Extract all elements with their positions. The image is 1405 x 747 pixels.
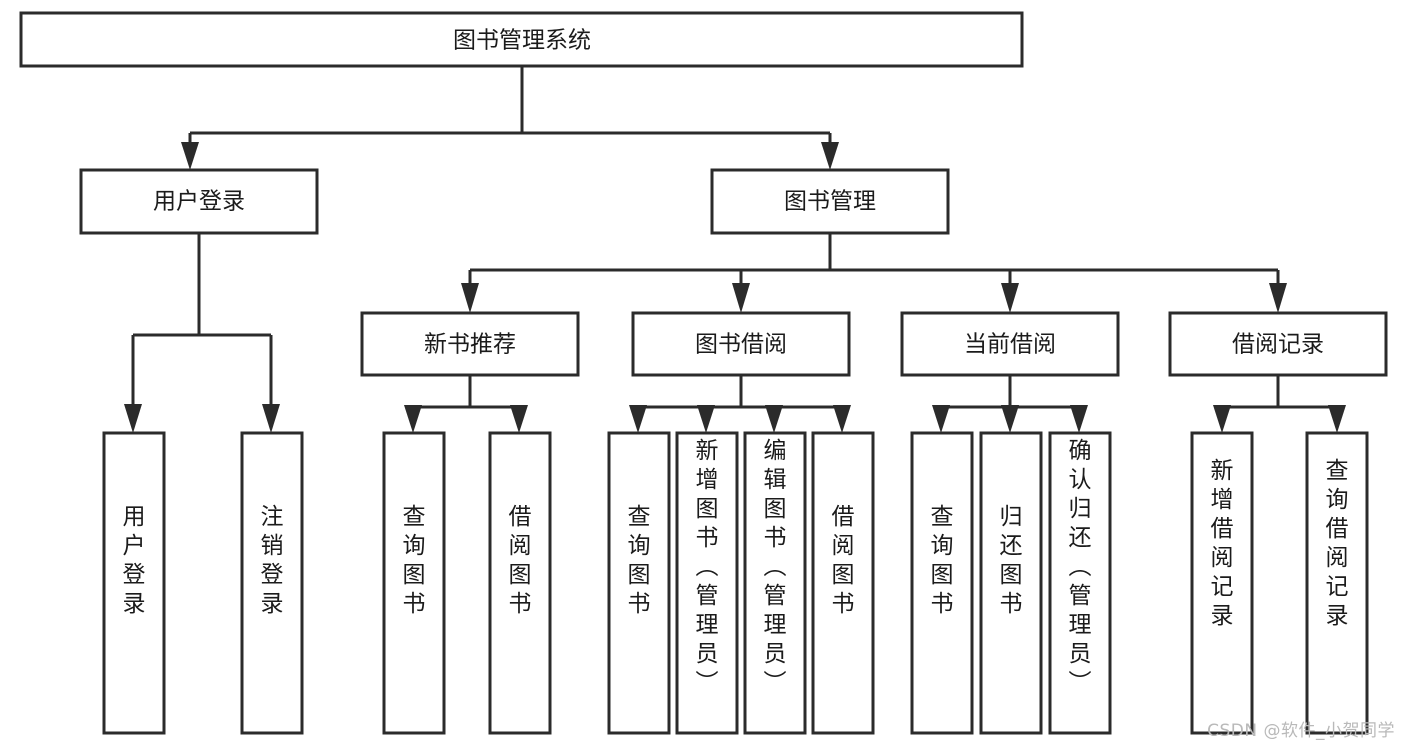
node-book-borrow[interactable]: 图书借阅	[631, 311, 851, 377]
arrow-leaf-query-book-3	[932, 405, 950, 433]
leaf-edit-book[interactable]: 编辑图书︵管理员︶	[743, 431, 807, 735]
leaf-query-book-2-label: 查询图书	[628, 504, 651, 617]
arrow-leaf-add-book	[697, 405, 715, 433]
leaf-logout-box[interactable]	[240, 431, 304, 735]
leaf-user-login-label: 用户登录	[123, 504, 146, 617]
leaf-query-book-1-box[interactable]	[382, 431, 446, 735]
leaf-query-record[interactable]: 查询借阅记录	[1305, 431, 1369, 735]
node-book-manage[interactable]: 图书管理	[710, 168, 950, 235]
leaf-borrow-book-2-label: 借阅图书	[832, 504, 855, 617]
leaf-edit-book-label: 编辑图书︵管理员︶	[764, 438, 787, 696]
node-new-book-recommend[interactable]: 新书推荐	[360, 311, 580, 377]
arrow-leaf-query-record	[1328, 405, 1346, 433]
arrow-current-borrow	[1001, 283, 1019, 313]
arrow-leaf-user-login	[124, 404, 142, 433]
leaf-query-book-3[interactable]: 查询图书	[910, 431, 974, 735]
node-user-login-box[interactable]	[79, 168, 319, 235]
leaf-confirm-return-label: 确认归还︵管理员︶	[1069, 438, 1092, 696]
arrow-leaf-logout	[262, 404, 280, 433]
leaf-confirm-return[interactable]: 确认归还︵管理员︶	[1048, 431, 1112, 735]
leaf-logout[interactable]: 注销登录	[240, 431, 304, 735]
arrow-leaf-query-book-2	[629, 405, 647, 433]
node-book-borrow-label: 图书借阅	[695, 332, 787, 358]
leaf-add-record-box[interactable]	[1190, 431, 1254, 735]
leaf-query-book-3-box[interactable]	[910, 431, 974, 735]
leaf-add-record[interactable]: 新增借阅记录	[1190, 431, 1254, 735]
node-user-login-label: 用户登录	[153, 189, 245, 215]
arrow-new-book-recommend	[461, 283, 479, 313]
node-current-borrow-box[interactable]	[900, 311, 1120, 377]
leaf-borrow-book-2-box[interactable]	[811, 431, 875, 735]
node-borrow-record[interactable]: 借阅记录	[1168, 311, 1388, 377]
leaf-add-book-box[interactable]	[675, 431, 739, 735]
arrow-leaf-confirm-return	[1070, 405, 1088, 433]
node-new-book-recommend-box[interactable]	[360, 311, 580, 377]
connector-borrow-record-to-leaves	[1213, 375, 1346, 433]
leaf-add-record-label: 新增借阅记录	[1211, 458, 1234, 629]
node-current-borrow-label: 当前借阅	[964, 332, 1056, 358]
node-user-login[interactable]: 用户登录	[79, 168, 319, 235]
leaf-add-book-label: 新增图书︵管理员︶	[696, 438, 719, 696]
leaf-user-login-box[interactable]	[102, 431, 166, 735]
connector-book-manage-to-level3	[461, 233, 1287, 313]
leaf-borrow-book-2[interactable]: 借阅图书	[811, 431, 875, 735]
node-new-book-recommend-label: 新书推荐	[424, 332, 516, 358]
arrow-borrow-record	[1269, 283, 1287, 313]
leaf-query-record-label: 查询借阅记录	[1326, 458, 1349, 629]
arrow-leaf-edit-book	[765, 405, 783, 433]
leaf-user-login[interactable]: 用户登录	[102, 431, 166, 735]
connector-user-login-to-leaves	[124, 233, 280, 433]
node-book-borrow-box[interactable]	[631, 311, 851, 377]
arrow-book-manage	[821, 142, 839, 170]
leaf-query-record-box[interactable]	[1305, 431, 1369, 735]
leaf-add-book[interactable]: 新增图书︵管理员︶	[675, 431, 739, 735]
arrow-leaf-query-book-1	[404, 405, 422, 433]
arrow-leaf-borrow-book-2	[833, 405, 851, 433]
leaf-borrow-book-1-label: 借阅图书	[509, 504, 532, 617]
node-book-manage-box[interactable]	[710, 168, 950, 235]
leaf-return-book-label: 归还图书	[1000, 504, 1023, 617]
leaf-return-book[interactable]: 归还图书	[979, 431, 1043, 735]
arrow-book-borrow	[732, 283, 750, 313]
arrow-user-login	[181, 142, 199, 170]
arrow-leaf-add-record	[1213, 405, 1231, 433]
arrow-leaf-borrow-book-1	[510, 405, 528, 433]
leaf-query-book-1-label: 查询图书	[403, 504, 426, 617]
csdn-watermark: CSDN @软件_小贺同学	[1207, 721, 1395, 741]
leaf-query-book-2-box[interactable]	[607, 431, 671, 735]
node-borrow-record-label: 借阅记录	[1232, 332, 1324, 358]
leaf-query-book-2[interactable]: 查询图书	[607, 431, 671, 735]
node-book-manage-label: 图书管理	[784, 189, 876, 215]
leaf-edit-book-box[interactable]	[743, 431, 807, 735]
leaf-confirm-return-box[interactable]	[1048, 431, 1112, 735]
connector-current-borrow-to-leaves	[932, 375, 1088, 433]
leaf-borrow-book-1[interactable]: 借阅图书	[488, 431, 552, 735]
node-root-box[interactable]	[19, 11, 1024, 68]
node-root-label: 图书管理系统	[453, 28, 591, 54]
node-root[interactable]: 图书管理系统	[19, 11, 1024, 68]
leaf-query-book-3-label: 查询图书	[931, 504, 954, 617]
leaf-logout-label: 注销登录	[261, 504, 284, 617]
leaf-borrow-book-1-box[interactable]	[488, 431, 552, 735]
arrow-leaf-return-book	[1001, 405, 1019, 433]
leaf-return-book-box[interactable]	[979, 431, 1043, 735]
node-current-borrow[interactable]: 当前借阅	[900, 311, 1120, 377]
leaf-query-book-1[interactable]: 查询图书	[382, 431, 446, 735]
connector-new-book-to-leaves	[404, 375, 528, 433]
node-borrow-record-box[interactable]	[1168, 311, 1388, 377]
connector-book-borrow-to-leaves	[629, 375, 851, 433]
connector-root-to-level2	[181, 66, 839, 170]
